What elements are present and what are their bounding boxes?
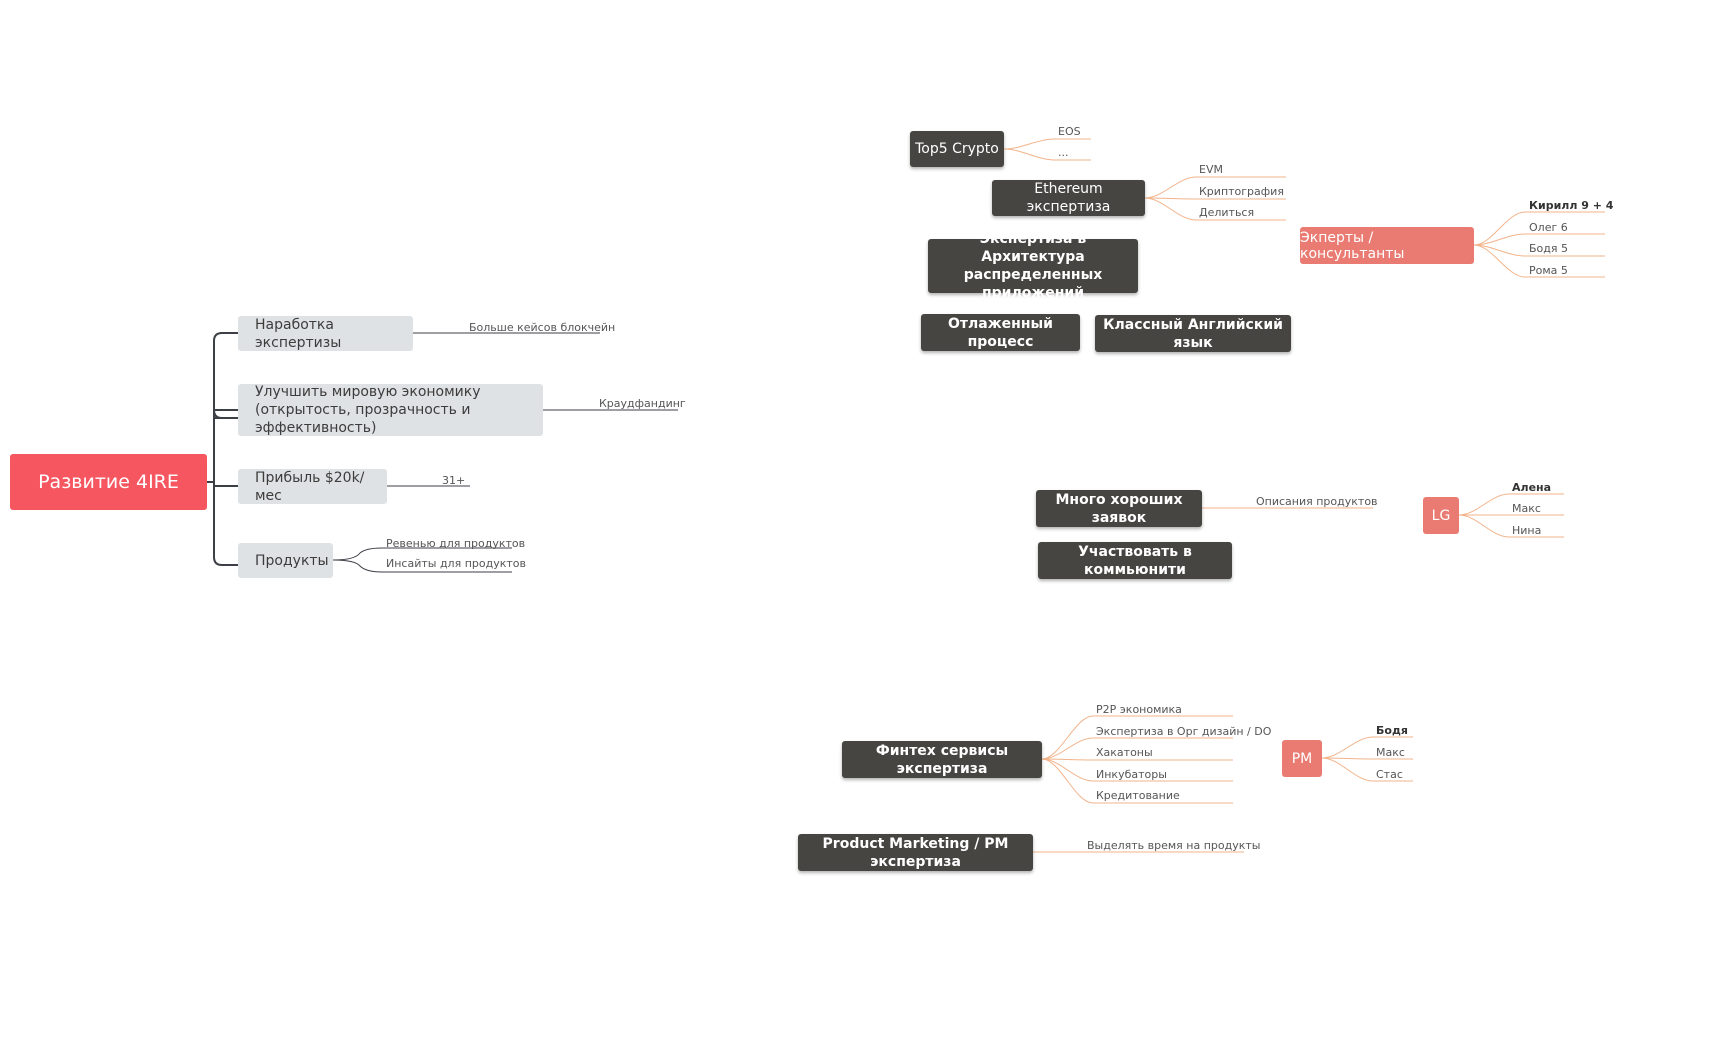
leaf-blockchain-cases[interactable]: Больше кейсов блокчейн (469, 321, 616, 334)
topic-product-marketing[interactable]: Product Marketing / PM экспертиза (798, 834, 1033, 871)
fintech-connector (1041, 758, 1233, 761)
leaf-p2p[interactable]: P2P экономика (1096, 703, 1182, 716)
leaf-31[interactable]: 31+ (442, 474, 466, 487)
group-experts[interactable]: Экперты / консультанты (1300, 227, 1474, 264)
pm-group-connector (1321, 757, 1413, 760)
member-stas[interactable]: Стас (1376, 768, 1403, 781)
member-nina[interactable]: Нина (1512, 524, 1542, 537)
topic-english[interactable]: Классный Английский язык (1095, 315, 1291, 352)
member-maks-lg[interactable]: Макс (1512, 502, 1541, 515)
crypto-connector (1003, 138, 1091, 150)
lg-connector (1458, 493, 1564, 516)
topic-fintech[interactable]: Финтех сервисы экспертиза (842, 741, 1042, 778)
leaf-underline (332, 547, 512, 561)
ethereum-connector (1144, 176, 1286, 199)
leaf-ellipsis[interactable]: ... (1058, 146, 1069, 159)
experts-connector (1473, 244, 1605, 278)
topic-process[interactable]: Отлаженный процесс (921, 314, 1080, 351)
topic-architecture[interactable]: Экспертиза в Архитектура распределенных … (928, 231, 1138, 301)
branch-profit[interactable]: Прибыль $20k/мес (238, 469, 387, 504)
ethereum-connector (1144, 197, 1286, 200)
trunk-connector (213, 332, 238, 566)
member-kirill[interactable]: Кирилл 9 + 4 (1529, 199, 1614, 212)
topic-applications[interactable]: Много хороших заявок (1036, 490, 1202, 527)
leaf-allocate-time[interactable]: Выделять время на продукты (1087, 839, 1261, 852)
leaf-lending[interactable]: Кредитование (1096, 789, 1180, 802)
experts-connector (1473, 211, 1605, 246)
leaf-cryptography[interactable]: Криптография (1199, 185, 1284, 198)
pm-group-connector (1321, 736, 1413, 759)
lg-connector (1458, 514, 1564, 538)
crypto-connector (1003, 148, 1091, 161)
topic-ethereum[interactable]: Ethereum экспертиза (992, 180, 1145, 216)
leaf-product-descriptions[interactable]: Описания продуктов (1256, 495, 1378, 508)
member-bodya-pm[interactable]: Бодя (1376, 724, 1408, 737)
branch-products[interactable]: Продукты (238, 543, 333, 578)
fintech-connector (1041, 758, 1233, 782)
ethereum-connector (1144, 197, 1286, 221)
root-topic[interactable]: Развитие 4IRE (10, 454, 207, 510)
branch-economy[interactable]: Улучшить мировую экономику (открытость, … (238, 384, 543, 436)
leaf-hackathons[interactable]: Хакатоны (1096, 746, 1153, 759)
topic-community[interactable]: Участвовать в коммьюнити (1038, 542, 1232, 579)
leaf-underline (332, 559, 512, 573)
pm-group-connector (1321, 757, 1413, 782)
leaf-insights[interactable]: Инсайты для продуктов (386, 557, 526, 570)
leaf-share[interactable]: Делиться (1199, 206, 1255, 219)
leaf-incubators[interactable]: Инкубаторы (1096, 768, 1167, 781)
member-roma[interactable]: Рома 5 (1529, 264, 1568, 277)
topic-top5-crypto[interactable]: Top5 Crypto (910, 131, 1004, 167)
fintech-connector (1041, 758, 1233, 804)
group-pm[interactable]: PM (1282, 740, 1322, 777)
leaf-evm[interactable]: EVM (1199, 163, 1223, 176)
group-lg[interactable]: LG (1423, 497, 1459, 534)
leaf-eos[interactable]: EOS (1058, 125, 1081, 138)
fintech-connector (1041, 737, 1233, 760)
member-maks-pm[interactable]: Макс (1376, 746, 1405, 759)
branch-connector (213, 409, 238, 419)
branch-expertise[interactable]: Наработка экспертизы (238, 316, 413, 351)
experts-connector (1473, 244, 1605, 257)
leaf-org-design[interactable]: Экспертиза в Орг дизайн / DO (1096, 725, 1272, 738)
member-oleg[interactable]: Олег 6 (1529, 221, 1568, 234)
member-alena[interactable]: Алена (1512, 481, 1552, 494)
fintech-connector (1041, 715, 1233, 760)
member-bodya[interactable]: Бодя 5 (1529, 242, 1568, 255)
leaf-revenue[interactable]: Ревенью для продуктов (386, 537, 526, 550)
leaf-crowdfunding[interactable]: Краудфандинг (599, 397, 686, 410)
experts-connector (1473, 233, 1605, 246)
